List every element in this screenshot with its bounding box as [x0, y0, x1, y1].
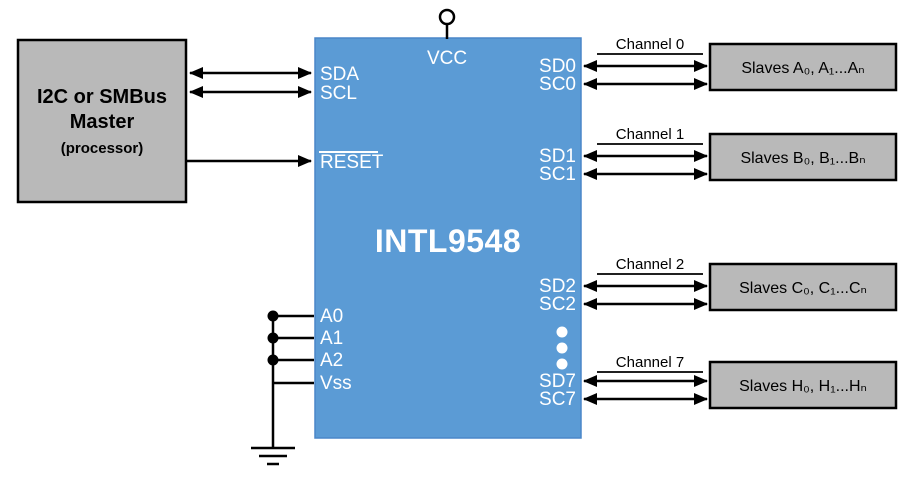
master-label-line3: (processor) — [61, 140, 144, 157]
chip-name: INTL9548 — [375, 223, 521, 259]
sd7-pin-label: SD7 — [539, 371, 576, 392]
ellipsis-dot-icon — [556, 342, 568, 354]
junction-dot-icon — [267, 332, 279, 344]
slave-box-c — [708, 262, 898, 312]
channel-0-label: Channel 0 — [616, 36, 684, 53]
slave-box-b — [708, 132, 898, 182]
sc0-pin-label: SC0 — [539, 74, 576, 95]
vcc-pin-label: VCC — [427, 48, 467, 69]
slave-box-h — [708, 360, 898, 410]
sc7-pin-label: SC7 — [539, 389, 576, 410]
junction-dot-icon — [267, 310, 279, 322]
junction-dot-icon — [267, 354, 279, 366]
master-box — [16, 38, 188, 204]
sd2-pin-label: SD2 — [539, 276, 576, 297]
slave-box-h-label: Slaves H₀, H₁...Hₙ — [739, 378, 867, 395]
channel-0-group: Channel 0 Slaves A₀, A₁...Aₙ — [583, 36, 898, 92]
sc2-pin-label: SC2 — [539, 294, 576, 315]
sd0-pin-label: SD0 — [539, 56, 576, 77]
channel-1-label: Channel 1 — [616, 126, 684, 143]
channel-2-group: Channel 2 Slaves C₀, C₁...Cₙ — [583, 256, 898, 312]
channel-1-group: Channel 1 Slaves B₀, B₁...Bₙ — [583, 126, 898, 182]
master-label-line1: I2C or SMBus — [37, 86, 167, 108]
a1-pin-label: A1 — [320, 328, 343, 349]
slave-box-b-label: Slaves B₀, B₁...Bₙ — [740, 150, 865, 167]
ellipsis-dot-icon — [556, 326, 568, 338]
address-bus-group — [251, 310, 314, 466]
a0-pin-label: A0 — [320, 306, 343, 327]
sc1-pin-label: SC1 — [539, 164, 576, 185]
sda-pin-label: SDA — [320, 64, 359, 85]
vss-pin-label: Vss — [320, 373, 352, 394]
slave-box-c-label: Slaves C₀, C₁...Cₙ — [739, 280, 867, 297]
channel-7-group: Channel 7 Slaves H₀, H₁...Hₙ — [583, 354, 898, 410]
reset-pin-label: RESET — [320, 152, 384, 173]
channel-7-label: Channel 7 — [616, 354, 684, 371]
slave-box-a — [708, 42, 898, 92]
a2-pin-label: A2 — [320, 350, 343, 371]
sd1-pin-label: SD1 — [539, 146, 576, 167]
slave-box-a-label: Slaves A₀, A₁...Aₙ — [741, 60, 864, 77]
ellipsis-dot-icon — [556, 358, 568, 370]
scl-pin-label: SCL — [320, 83, 357, 104]
master-label-line2: Master — [70, 111, 135, 133]
channel-2-label: Channel 2 — [616, 256, 684, 273]
vcc-terminal-icon — [438, 8, 456, 26]
